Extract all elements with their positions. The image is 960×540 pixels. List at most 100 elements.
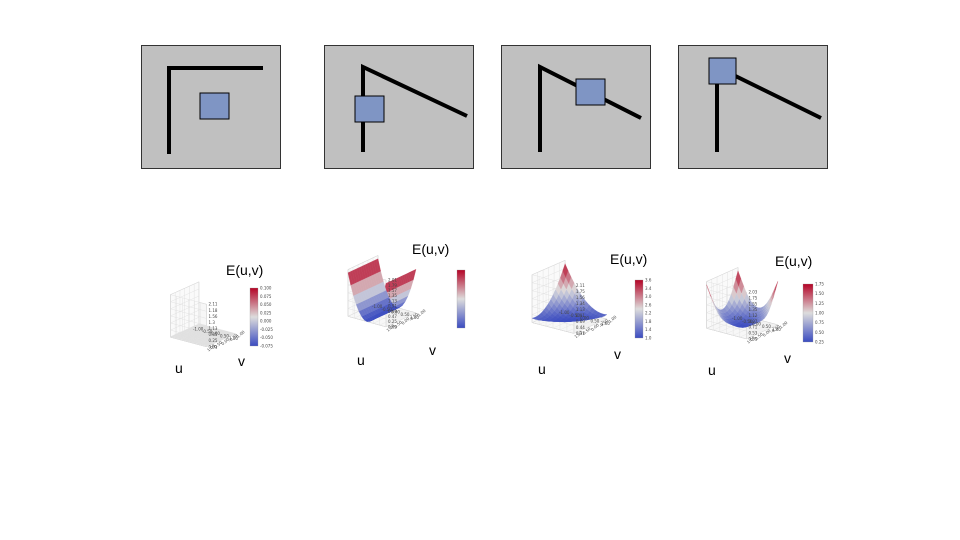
surface-axes: 2.111.181.561.31.130.850.250.01-1.00-1.0… xyxy=(169,281,273,353)
z-tick-label: 0.91 xyxy=(576,313,585,318)
colorbar-tick-label: 0.75 xyxy=(815,320,824,325)
panel-drawing xyxy=(538,63,642,152)
z-tick-label: 1.35 xyxy=(388,293,397,298)
colorbar-bar xyxy=(456,269,466,329)
u-tick-label: -1.00 xyxy=(193,326,204,331)
x-axis-label: u xyxy=(175,360,183,376)
grid-line xyxy=(706,267,739,282)
v-tick-label: -0.50 xyxy=(408,311,419,322)
z-tick-label: 1.13 xyxy=(388,298,397,303)
u-tick-label: 1.00 xyxy=(772,327,781,332)
colorbar-tick-label: 1.0 xyxy=(645,336,652,341)
colorbar-tick-label: 0.075 xyxy=(260,294,272,299)
z-tick-label: 1.55 xyxy=(748,301,757,306)
colorbar-tick-label: 2.2 xyxy=(645,311,652,316)
u-tick-label: -0.50 xyxy=(570,313,581,318)
colorbar: 0.80.60.40.2 xyxy=(456,269,466,329)
v-tick-label: 0.50 xyxy=(213,340,223,350)
y-axis-label: v xyxy=(784,350,791,366)
z-tick-label: 0.53 xyxy=(748,331,757,336)
z-tick-label: 0.47 xyxy=(388,314,397,319)
u-tick-label: -1.00 xyxy=(559,310,570,315)
x-axis-label: u xyxy=(357,352,365,368)
surface-axes: 2.031.751.551.351.120.970.710.530.31-1.0… xyxy=(705,267,824,345)
window-square xyxy=(708,57,737,85)
grid-line xyxy=(373,309,404,324)
colorbar-tick-label: 0.50 xyxy=(815,330,824,335)
surface xyxy=(347,258,417,322)
z-tick-label: 0.85 xyxy=(209,332,218,337)
z-tick-label: 1.34 xyxy=(576,301,585,306)
x-axis-label: u xyxy=(708,362,716,378)
panel-drawing xyxy=(167,66,263,154)
colorbar-tick-label: 2.6 xyxy=(645,302,652,307)
v-tick-label: 0.00 xyxy=(220,336,230,346)
z-tick-label: 2.11 xyxy=(209,302,218,307)
window-square xyxy=(354,95,385,123)
u-tick-label: 0.50 xyxy=(590,318,599,323)
z-ticks: 2.031.751.551.351.120.970.710.530.31 xyxy=(748,290,757,342)
z-tick-label: 1.3 xyxy=(209,320,216,325)
z-tick-label: 2.11 xyxy=(576,283,585,288)
z-tick-label: 1.35 xyxy=(748,307,757,312)
plot-title: E(u,v) xyxy=(412,241,450,257)
y-axis-label: v xyxy=(614,346,621,362)
uv-ticks: -1.00-1.00-0.50-0.500.000.000.500.501.00… xyxy=(732,316,789,344)
image-panel-corner xyxy=(678,45,828,169)
grid-line xyxy=(573,318,607,334)
window-square xyxy=(199,92,230,120)
v-tick-label: 1.00 xyxy=(573,329,583,339)
v-tick-label: 1.00 xyxy=(206,343,216,353)
z-tick-label: 1.56 xyxy=(576,295,585,300)
z-tick-label: 2.03 xyxy=(748,290,757,295)
surface-facet xyxy=(196,323,202,326)
x-axis-label: u xyxy=(538,361,546,377)
u-tick-label: 0.50 xyxy=(220,334,229,339)
panel-drawing xyxy=(354,63,468,152)
edge-line xyxy=(167,66,263,154)
u-tick-label: -1.00 xyxy=(372,304,383,309)
v-tick-label: -1.00 xyxy=(415,308,426,319)
surface-facet xyxy=(735,270,742,287)
u-tick-label: 0.50 xyxy=(401,312,410,317)
z-tick-label: 1.13 xyxy=(209,326,218,331)
edge-line xyxy=(538,63,642,152)
uv-ticks: -1.00-1.00-0.50-0.500.000.000.500.501.00… xyxy=(559,310,618,339)
grid-line xyxy=(206,333,236,347)
colorbar-tick-label: 0.050 xyxy=(260,302,272,307)
u-tick-label: 0.00 xyxy=(211,331,220,336)
z-tick-label: 2.01 xyxy=(388,278,397,283)
z-ticks: 2.111.751.561.341.130.910.690.440.31 xyxy=(576,283,585,336)
grid-line xyxy=(746,324,779,340)
z-tick-label: 0.31 xyxy=(748,336,757,341)
u-tick-label: -0.50 xyxy=(202,329,213,334)
y-axis-label: v xyxy=(429,342,436,358)
z-tick-label: 1.13 xyxy=(576,307,585,312)
colorbar-tick-label: 3.6 xyxy=(645,278,652,283)
colorbar-tick-label: 1.50 xyxy=(815,291,824,296)
u-tick-label: -0.50 xyxy=(382,307,393,312)
image-panel-flat xyxy=(141,45,281,169)
v-tick-label: -0.50 xyxy=(227,332,238,343)
colorbar: 3.63.43.02.62.21.81.41.0 xyxy=(634,278,652,341)
u-tick-label: -0.50 xyxy=(742,319,753,324)
grid-line xyxy=(385,312,417,328)
z-tick-label: 0.69 xyxy=(576,319,585,324)
image-panel-diagonal xyxy=(501,45,651,169)
colorbar-tick-label: 1.8 xyxy=(645,319,652,324)
v-tick-label: 0.50 xyxy=(754,331,764,341)
u-tick-label: 0.00 xyxy=(580,316,589,321)
grid-line xyxy=(379,310,410,326)
u-tick-label: 1.00 xyxy=(229,336,238,341)
surface-facet xyxy=(375,258,381,273)
v-tick-label: 0.50 xyxy=(582,326,592,336)
colorbar-tick-label: 0.000 xyxy=(260,319,272,324)
z-tick-label: 0.31 xyxy=(576,331,585,336)
colorbar-tick-label: -0.050 xyxy=(260,335,273,340)
colorbar: 0.1000.0750.0500.0250.000-0.025-0.050-0.… xyxy=(249,286,273,349)
v-tick-label: 0.50 xyxy=(393,319,403,329)
z-ticks: 2.011.791.571.351.130.910.690.470.250.03 xyxy=(388,278,397,330)
u-tick-label: 0.50 xyxy=(762,324,771,329)
